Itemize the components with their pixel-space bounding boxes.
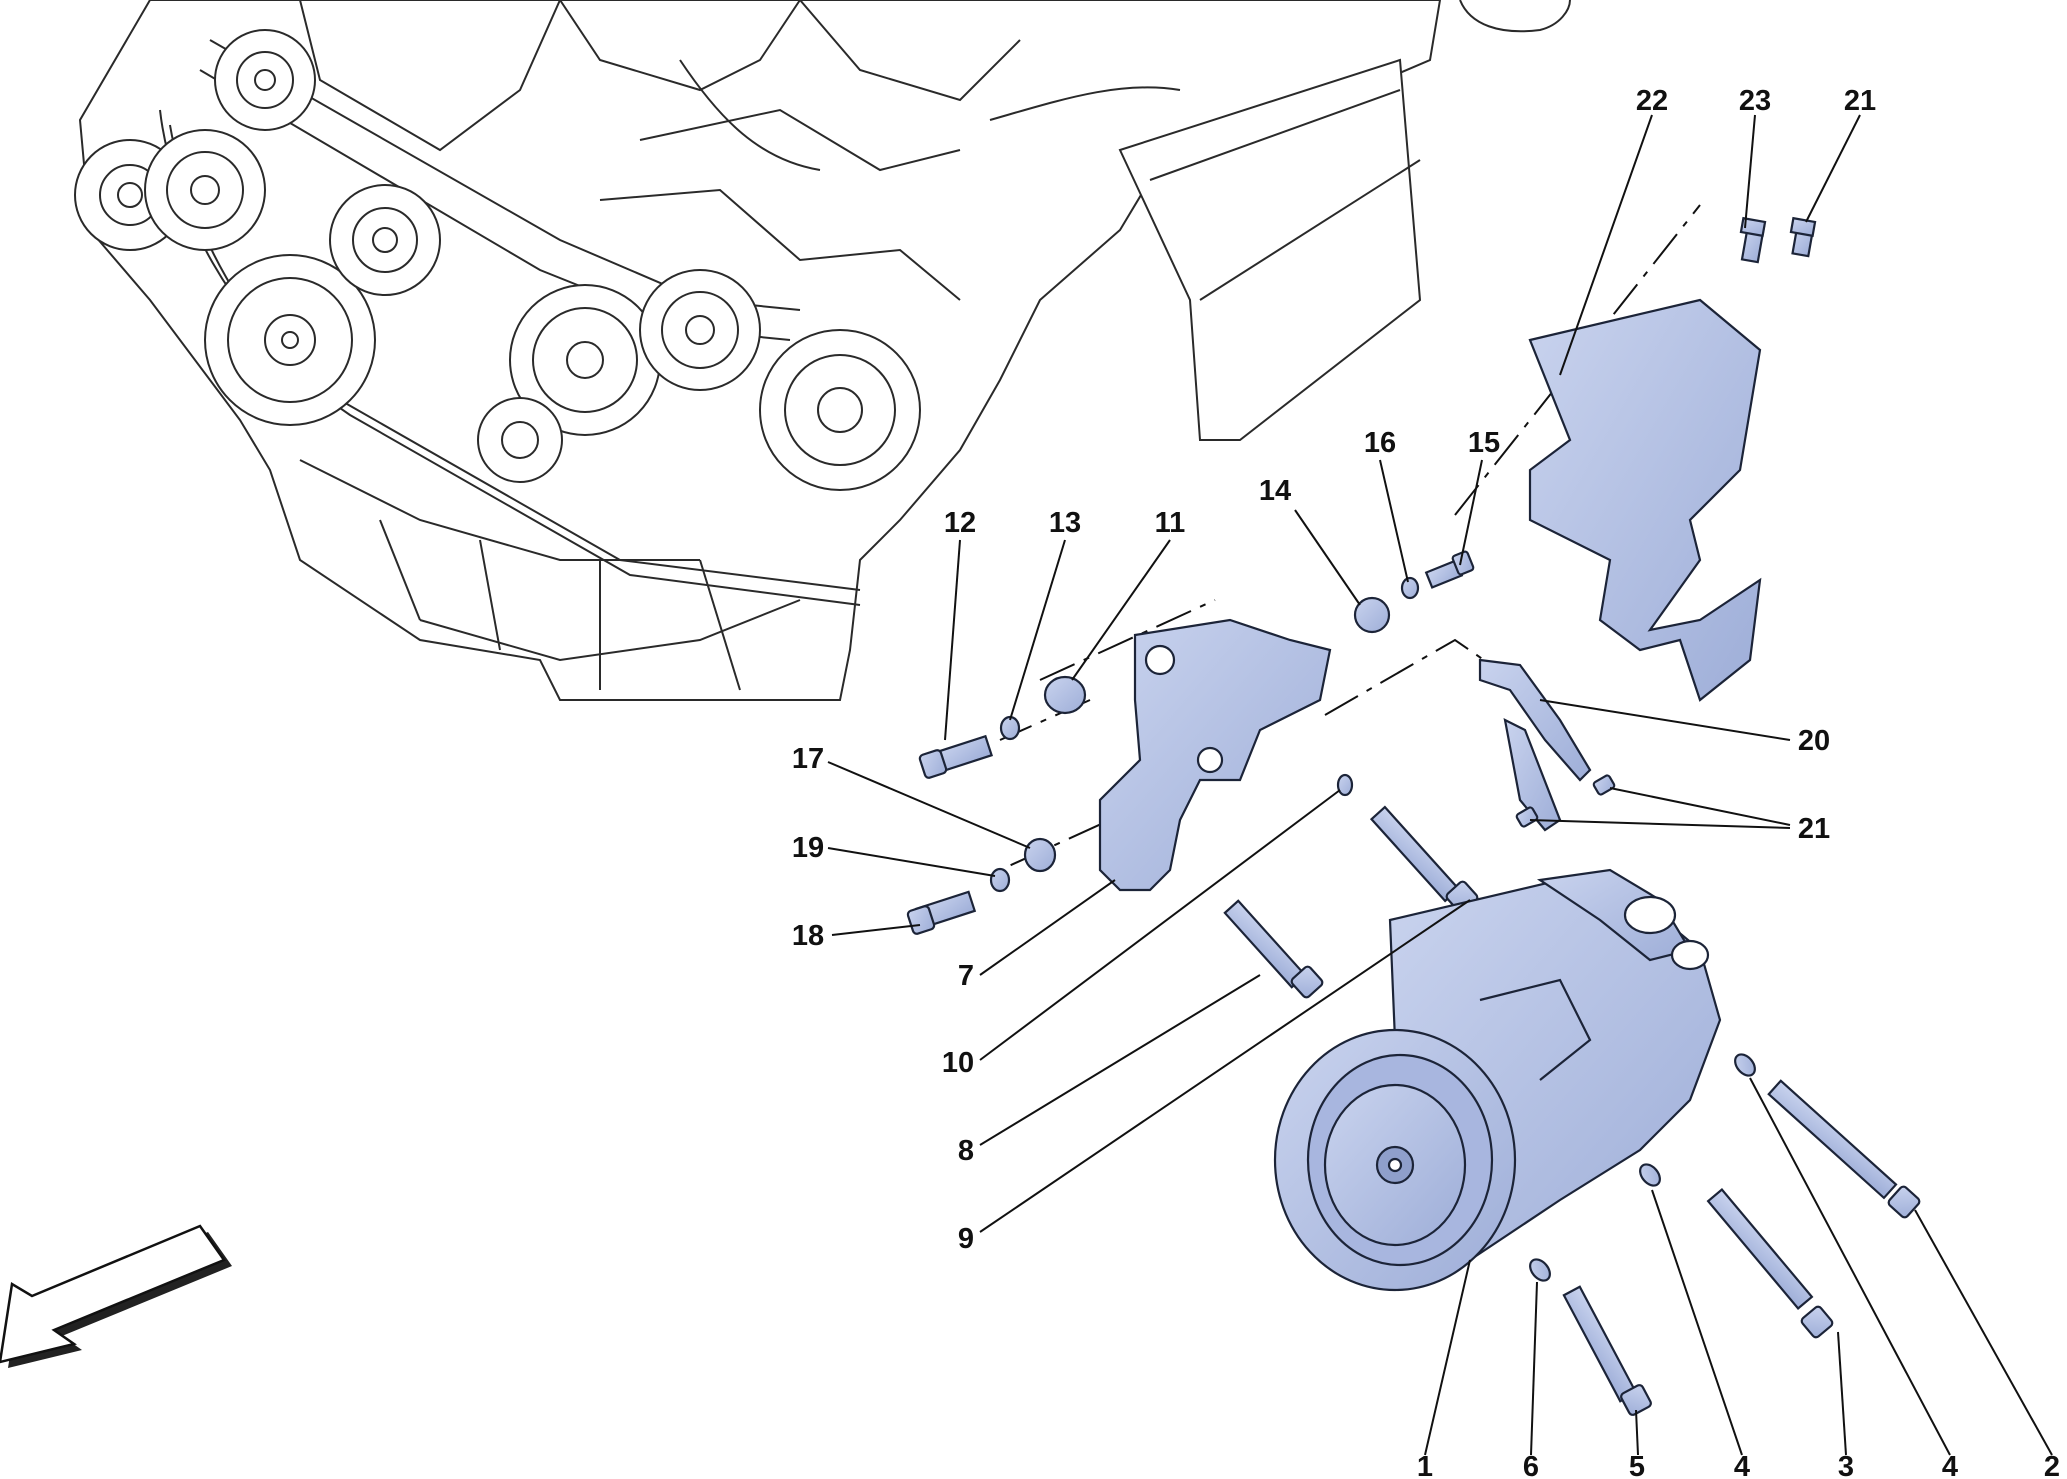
- callout-15: 15: [1468, 427, 1500, 459]
- front-direction-arrow-icon: [0, 1224, 232, 1368]
- callout-13: 13: [1049, 507, 1081, 539]
- part-4-washer-upper: [1734, 1053, 1756, 1077]
- callout-14: 14: [1259, 475, 1291, 507]
- part-10-washer: [1336, 773, 1354, 797]
- callout-21-lower: 21: [1798, 813, 1830, 845]
- callout-16: 16: [1364, 427, 1396, 459]
- part-2-bolt: [1767, 1079, 1921, 1219]
- part-21-screw-lower-b: [1515, 806, 1539, 828]
- part-1-ac-compressor: [1273, 868, 1722, 1292]
- part-6-washer: [1529, 1258, 1551, 1282]
- callout-22: 22: [1636, 85, 1668, 117]
- part-17-bushing: [1023, 837, 1057, 873]
- crank-pulley-icon: [204, 254, 376, 426]
- callout-1: 1: [1417, 1451, 1433, 1479]
- part-11-bushing: [1043, 675, 1087, 715]
- callout-4-lower: 4: [1734, 1451, 1750, 1479]
- callout-23: 23: [1739, 85, 1771, 117]
- part-4-washer-lower: [1639, 1163, 1661, 1187]
- part-14-bushing: [1353, 596, 1391, 634]
- small-pulley-icon: [477, 397, 563, 483]
- leader-lines: [827, 114, 2053, 1456]
- callout-7: 7: [958, 960, 974, 992]
- part-9-long-bolt: [1369, 805, 1479, 914]
- callout-2: 2: [2044, 1451, 2060, 1479]
- part-19-washer: [989, 867, 1011, 893]
- part-3-bolt: [1706, 1188, 1834, 1339]
- part-15-screw: [1424, 550, 1475, 589]
- callout-17: 17: [792, 743, 824, 775]
- compressor-drive-pulley-icon: [759, 329, 921, 491]
- part-16-washer: [1400, 576, 1420, 600]
- part-21-screw-top: [1789, 216, 1817, 258]
- callout-labels: 22 23 21 16 15 14 12 13 11 20 21 17 19 1…: [792, 85, 2060, 1479]
- part-22-heat-shield: [1528, 298, 1762, 702]
- part-8-bolt: [1223, 899, 1324, 999]
- callout-20: 20: [1798, 725, 1830, 757]
- part-12-screw: [918, 734, 994, 779]
- callout-18: 18: [792, 920, 824, 952]
- part-5-bolt: [1562, 1285, 1652, 1416]
- callout-11: 11: [1155, 507, 1186, 539]
- part-18-screw: [906, 890, 977, 935]
- callout-9: 9: [958, 1223, 974, 1255]
- callout-10: 10: [942, 1047, 974, 1079]
- part-13-washer: [999, 715, 1021, 741]
- engine-block-drawing: [74, 0, 1571, 701]
- callout-8: 8: [958, 1135, 974, 1167]
- part-21-screw-lower-a: [1592, 774, 1616, 796]
- callout-5: 5: [1629, 1451, 1645, 1479]
- idler-pulley-mid-icon: [329, 184, 441, 296]
- idler-pulley-lower-icon: [639, 269, 761, 391]
- callout-6: 6: [1523, 1451, 1539, 1479]
- callout-4-upper: 4: [1942, 1451, 1958, 1479]
- callout-21-top: 21: [1844, 85, 1876, 117]
- callout-3: 3: [1838, 1451, 1854, 1479]
- callout-19: 19: [792, 832, 824, 864]
- tensioner-pulley-icon: [144, 129, 266, 251]
- part-20-support-bracket: [1478, 658, 1592, 782]
- idler-pulley-top-icon: [214, 29, 316, 131]
- parts-group: [906, 216, 1921, 1416]
- part-23-screw: [1739, 216, 1767, 264]
- callout-12: 12: [944, 507, 976, 539]
